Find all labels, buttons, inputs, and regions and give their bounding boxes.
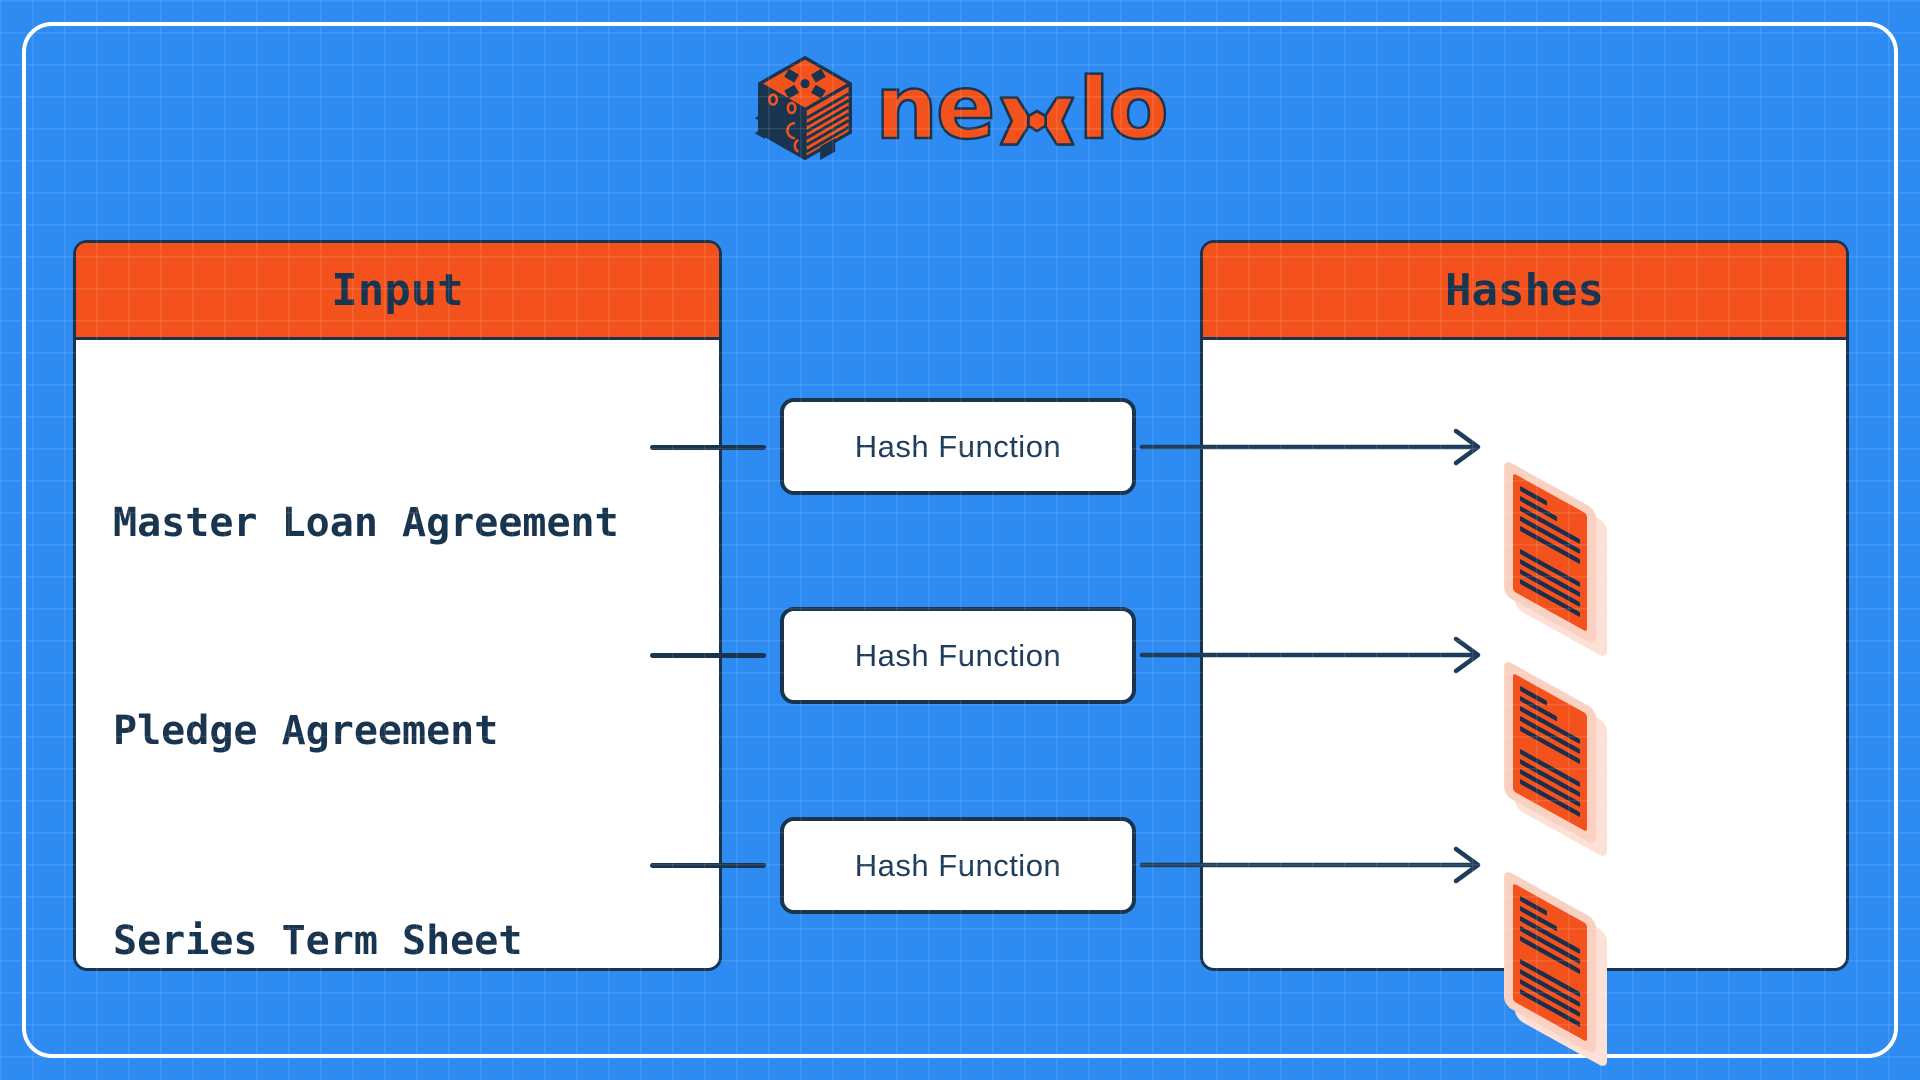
hashed-document-icon [1504, 459, 1607, 660]
input-item-pledge-agreement: Pledge Agreement [113, 708, 499, 754]
connector-line [650, 863, 766, 868]
hash-function-box: Hash Function [780, 607, 1136, 704]
hash-function-box: Hash Function [780, 398, 1136, 495]
input-panel-body: Master Loan Agreement Pledge Agreement S… [76, 340, 719, 968]
hash-function-label: Hash Function [854, 847, 1062, 883]
x-glyph-icon [998, 96, 1075, 146]
hash-function-label: Hash Function [854, 428, 1062, 464]
brand-wordmark: ne Io [874, 56, 1170, 159]
arrow-right-icon [1139, 428, 1481, 466]
hashes-panel-header: Hashes [1203, 243, 1846, 340]
input-panel-title: Input [331, 264, 464, 316]
hash-function-box: Hash Function [780, 817, 1136, 914]
input-item-master-loan-agreement: Master Loan Agreement [113, 500, 619, 546]
hashed-document-icon [1504, 659, 1607, 860]
nexio-logo: ne Io [0, 52, 1920, 164]
arrow-right-icon [1139, 636, 1481, 674]
connector-line [650, 445, 766, 450]
input-panel: Input Master Loan Agreement Pledge Agree… [73, 240, 722, 971]
hashes-panel: Hashes [1200, 240, 1849, 1070]
wordmark-right: Io [1076, 56, 1170, 159]
connector-line [650, 653, 766, 658]
wordmark-left: ne [874, 56, 997, 159]
hashes-panel-title: Hashes [1445, 264, 1604, 316]
hash-function-label: Hash Function [854, 637, 1062, 673]
frame-border [22, 22, 1898, 1058]
input-item-series-term-sheet: Series Term Sheet [113, 918, 523, 964]
arrow-right-icon [1139, 846, 1481, 884]
input-panel-header: Input [76, 243, 719, 340]
cube-icon [754, 56, 853, 161]
